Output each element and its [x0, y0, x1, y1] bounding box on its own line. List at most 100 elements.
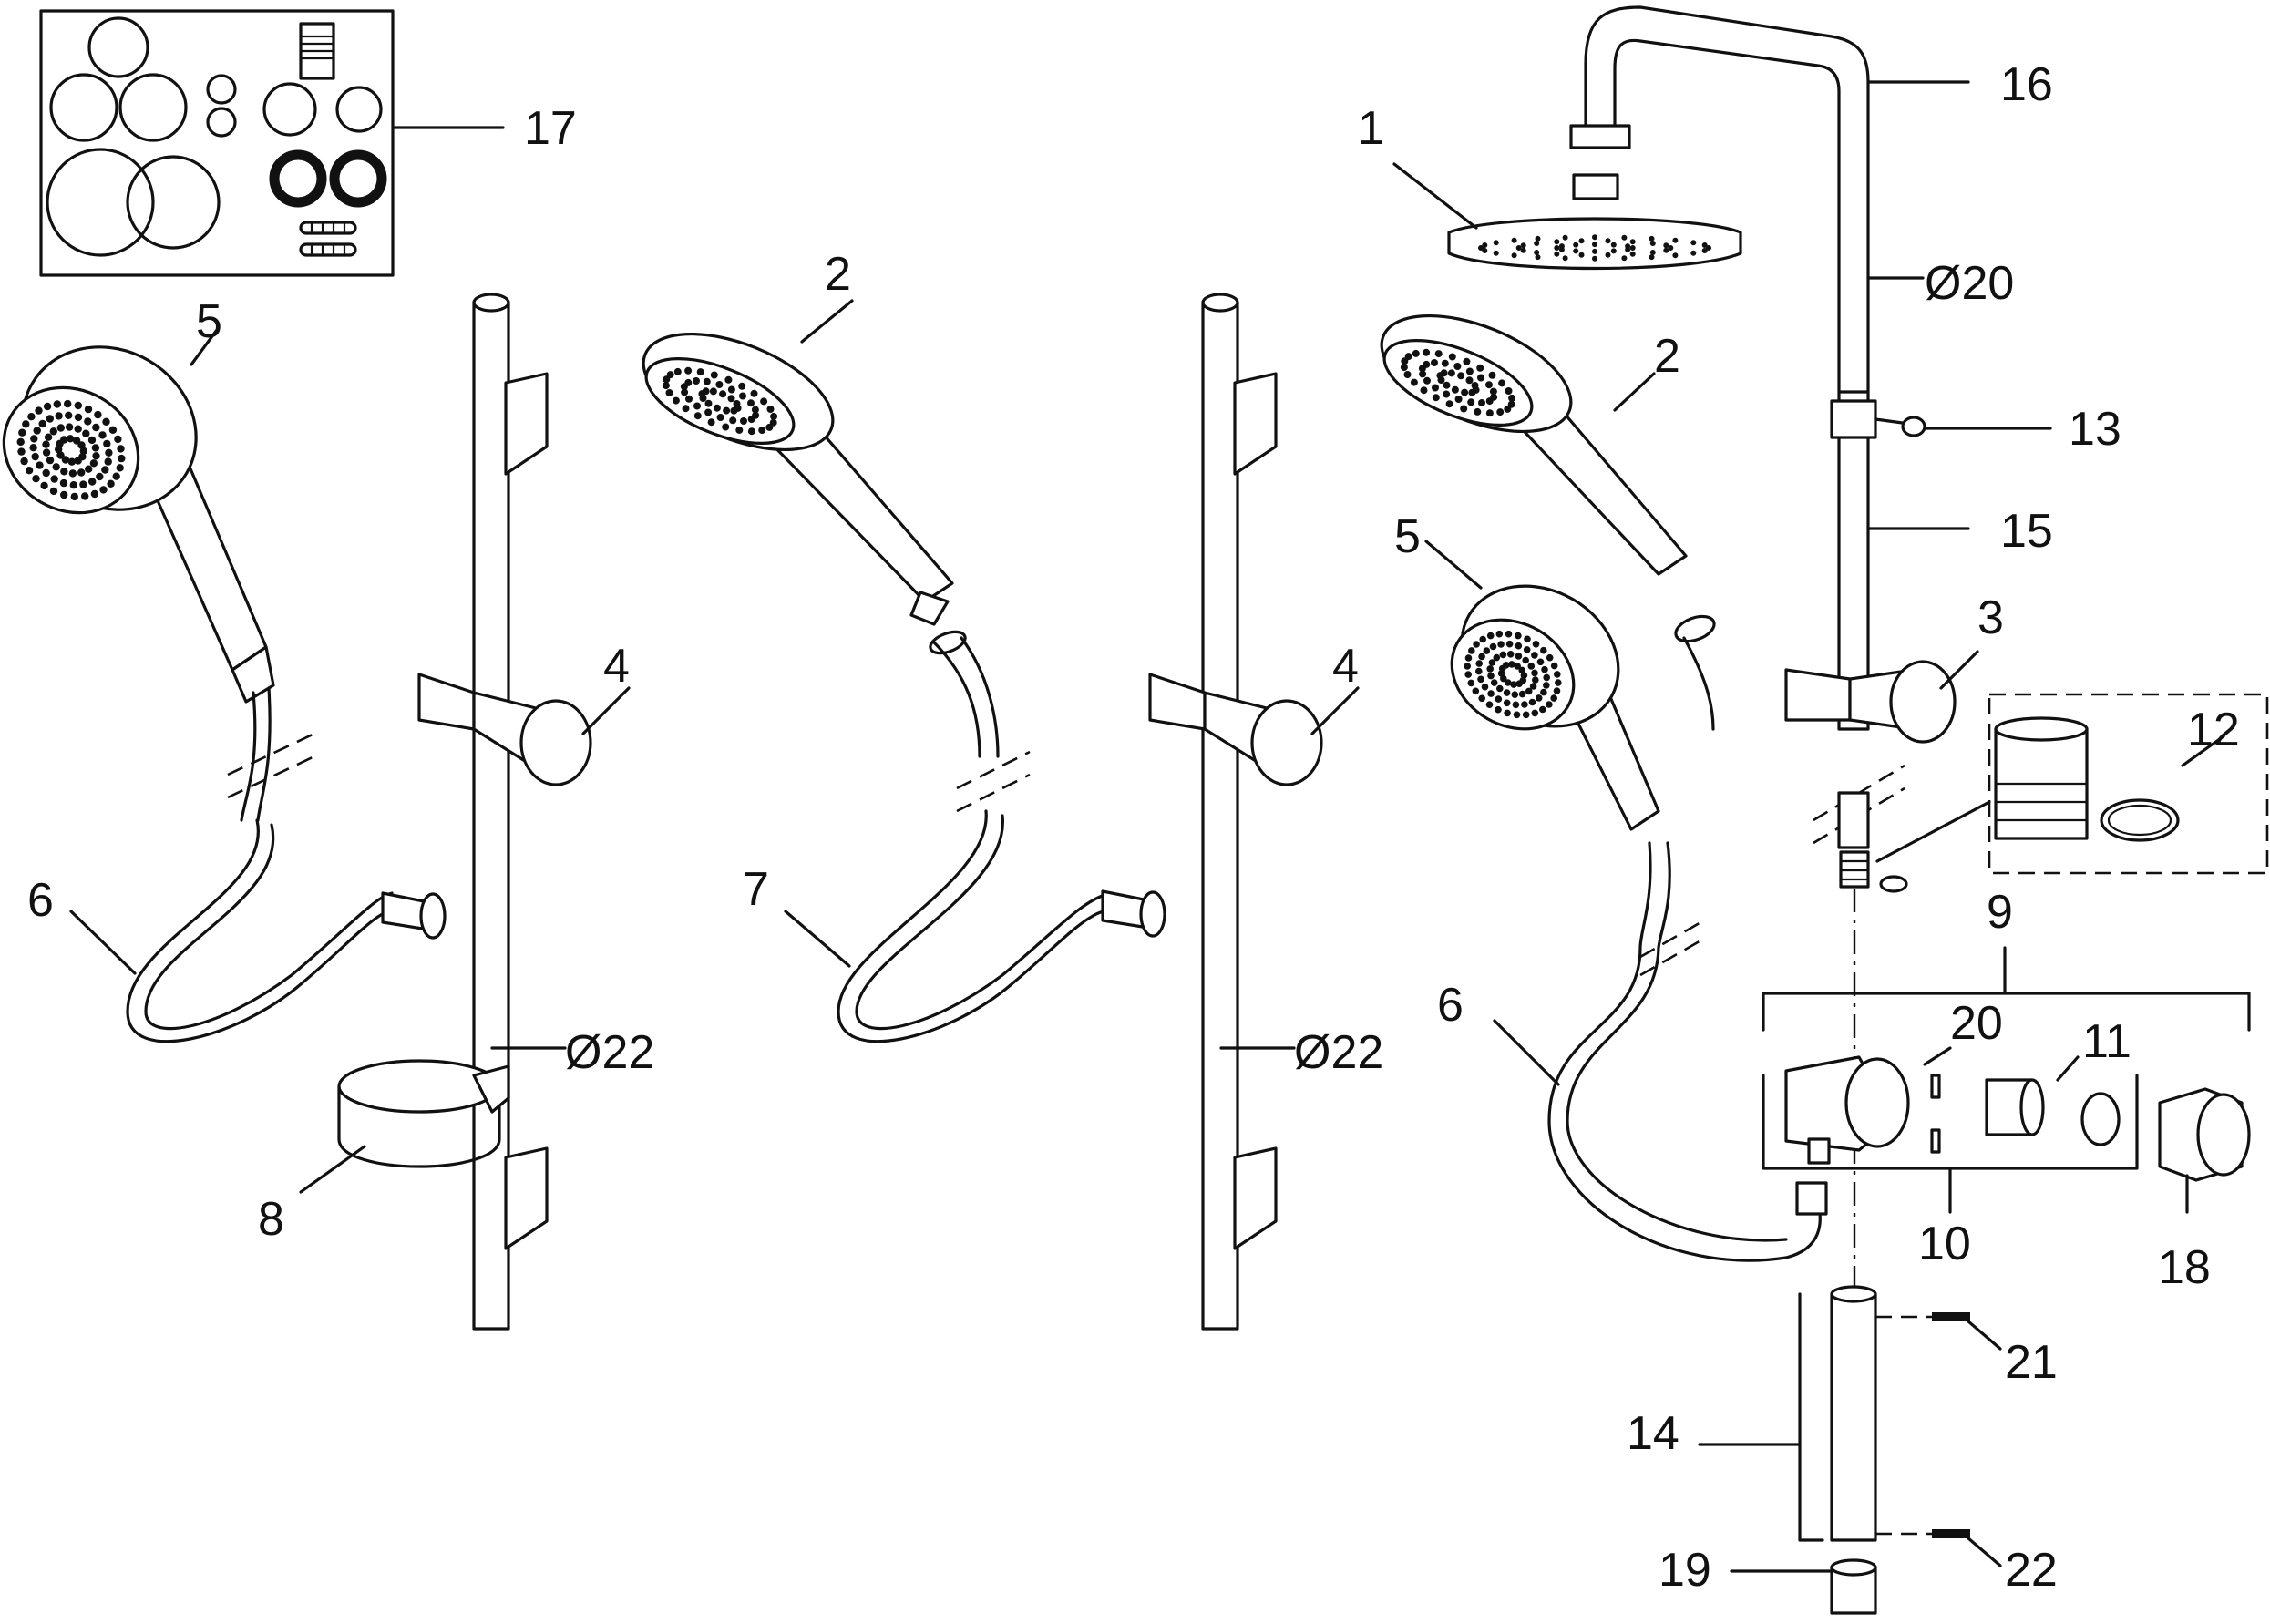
shower-holder-4-middle: [1148, 673, 1323, 786]
spray-hole: [1541, 665, 1548, 673]
spray-hole: [1605, 238, 1611, 244]
spray-hole: [751, 406, 759, 414]
spray-hole: [56, 424, 65, 432]
label-5-right: 5: [1394, 510, 1421, 563]
label-9: 9: [1987, 886, 2013, 939]
spray-hole: [89, 459, 98, 468]
spray-hole: [681, 388, 689, 396]
spray-hole: [765, 423, 774, 431]
spray-hole: [1434, 350, 1443, 358]
spray-hole: [1558, 243, 1565, 250]
spray-hole: [1488, 371, 1496, 379]
spray-hole: [44, 433, 53, 441]
spray-hole: [747, 416, 755, 424]
label-2-right: 2: [1654, 330, 1680, 383]
label-15: 15: [2000, 505, 2053, 558]
spray-hole: [665, 389, 673, 396]
spray-hole: [25, 467, 34, 475]
spray-hole: [1419, 370, 1427, 378]
spray-hole: [682, 405, 690, 413]
spray-hole: [88, 478, 97, 486]
spray-hole: [1625, 243, 1631, 250]
spray-hole: [738, 382, 746, 390]
spray-hole: [20, 457, 28, 466]
spray-hole: [79, 480, 87, 488]
spray-hole: [54, 445, 63, 454]
spray-hole: [1454, 396, 1463, 403]
hose-7: [837, 630, 1166, 1043]
spray-hole: [65, 411, 73, 419]
spray-hole: [1493, 250, 1499, 256]
spray-hole: [1511, 252, 1517, 259]
spray-hole: [1403, 371, 1412, 378]
spray-hole: [96, 472, 104, 481]
spray-hole: [1553, 687, 1561, 694]
spray-hole: [722, 423, 730, 431]
spray-hole: [1515, 653, 1523, 660]
spray-hole: [1471, 382, 1479, 389]
spray-hole: [60, 436, 68, 444]
spray-hole: [43, 402, 52, 411]
spray-hole: [1457, 372, 1465, 380]
spray-hole: [1663, 247, 1669, 253]
spray-hole: [1649, 250, 1656, 255]
spray-hole: [704, 408, 713, 416]
spray-hole: [766, 406, 775, 413]
spray-hole: [66, 435, 75, 443]
spray-hole: [1510, 681, 1517, 688]
spray-hole: [42, 448, 51, 457]
spray-hole: [69, 481, 78, 489]
small-cartridge: [1839, 800, 1991, 893]
spray-hole: [1515, 680, 1523, 687]
spray-hole: [1573, 242, 1579, 248]
spray-hole: [1663, 242, 1669, 249]
spray-hole: [1621, 234, 1628, 241]
spray-hole: [87, 436, 97, 445]
spray-hole: [1524, 635, 1531, 643]
spray-hole: [672, 396, 680, 405]
hose-6-right: [1547, 841, 1828, 1262]
spray-hole: [1448, 353, 1456, 361]
spray-hole: [1520, 672, 1528, 679]
shower-holder-4-left: [417, 673, 592, 786]
spray-hole: [1592, 248, 1597, 254]
spray-hole: [1463, 357, 1471, 365]
spray-hole: [727, 385, 735, 394]
spray-hole: [707, 418, 715, 427]
spray-hole: [1527, 663, 1536, 670]
spray-hole: [1578, 252, 1585, 258]
hand-shower-5-right: [1450, 584, 1660, 831]
label-16: 16: [2000, 58, 2053, 111]
spray-hole: [1546, 653, 1554, 662]
spray-hole: [1464, 654, 1473, 662]
spray-hole: [693, 402, 701, 410]
spray-hole: [1477, 374, 1484, 382]
spray-hole: [114, 435, 122, 444]
spray-hole: [18, 428, 26, 437]
spray-hole: [30, 435, 38, 443]
spray-hole: [107, 479, 115, 488]
spray-hole: [29, 444, 37, 452]
spray-hole: [85, 465, 93, 473]
spray-hole: [1508, 661, 1515, 668]
spray-hole: [719, 390, 727, 398]
spray-hole: [1495, 705, 1502, 714]
spray-hole: [693, 412, 702, 420]
spray-hole: [1464, 663, 1471, 670]
spray-hole: [1535, 254, 1541, 261]
label-6-left: 6: [27, 874, 54, 927]
spray-hole: [79, 447, 88, 456]
spray-hole: [118, 454, 126, 463]
spray-hole: [105, 448, 113, 457]
spray-hole: [59, 478, 68, 488]
spray-hole: [16, 437, 25, 447]
spray-hole: [49, 487, 58, 496]
spray-hole: [1493, 653, 1501, 662]
spray-hole: [1420, 386, 1428, 395]
spray-hole: [46, 456, 55, 465]
spray-hole: [1485, 397, 1494, 406]
spray-hole: [730, 406, 738, 415]
spray-hole: [1554, 245, 1560, 251]
spray-hole: [724, 375, 733, 384]
spray-hole: [32, 475, 40, 483]
